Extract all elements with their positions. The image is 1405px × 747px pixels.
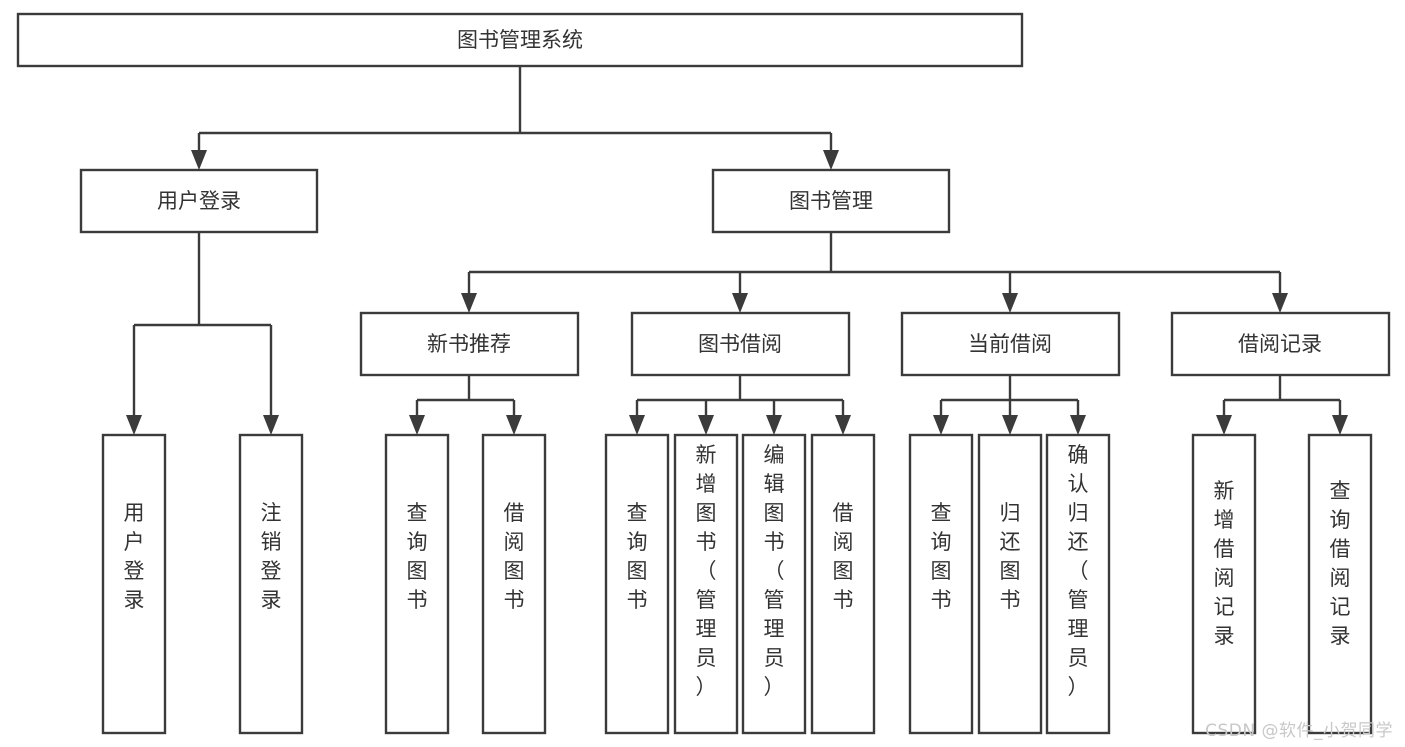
node-current-borrow-box[interactable] [900, 311, 1121, 377]
leaf-node-bb-query-book[interactable]: 查询图书 [604, 433, 670, 735]
node-new-book-recommend-label: 新书推荐 [427, 332, 511, 356]
node-book-borrow-box[interactable] [630, 311, 851, 377]
leaf-node-cb-confirm-return-box[interactable] [1045, 433, 1111, 735]
leaf-node-logout-label: 注销登录 [261, 501, 282, 612]
arrow-head-user-login [191, 150, 207, 170]
leaf-node-cb-return-book-label: 归还图书 [1000, 501, 1021, 612]
connector-group-new-book-to-leaves [409, 375, 522, 435]
node-book-borrow-label: 图书借阅 [698, 332, 782, 356]
leaf-node-cb-confirm-return-label: 确认归还（管理员） [1068, 443, 1089, 699]
node-root-system-box[interactable] [16, 12, 1024, 68]
arrow-head-leaf-bb-borrow [835, 415, 851, 435]
leaf-node-bb-borrow-book[interactable]: 借阅图书 [810, 433, 876, 735]
connector-group-book-manage-to-level3 [461, 232, 1288, 313]
node-book-manage[interactable]: 图书管理 [711, 168, 951, 234]
arrow-head-leaf-cb-confirm [1070, 415, 1086, 435]
leaf-node-cb-return-book-box[interactable] [977, 433, 1043, 735]
connector-group-book-borrow-to-leaves [629, 375, 851, 435]
arrow-head-leaf-cb-query [933, 415, 949, 435]
node-new-book-recommend[interactable]: 新书推荐 [359, 311, 580, 377]
arrow-head-leaf-bb-query [629, 415, 645, 435]
leaf-node-logout[interactable]: 注销登录 [238, 433, 304, 735]
arrow-head-book-manage [823, 150, 839, 170]
leaf-node-br-query-record[interactable]: 查询借阅记录 [1307, 433, 1373, 735]
leaf-node-nb-borrow-book-label: 借阅图书 [504, 501, 525, 612]
csdn-watermark: CSDN @软件_小贺同学 [1205, 721, 1393, 741]
connector-group-root-to-level2 [191, 66, 839, 170]
arrow-head-leaf-bb-edit [766, 415, 782, 435]
arrow-head-leaf-user-login [126, 415, 142, 435]
leaf-node-bb-add-book[interactable]: 新增图书（管理员） [673, 433, 739, 735]
leaf-node-nb-query-book[interactable]: 查询图书 [384, 433, 450, 735]
leaf-node-bb-edit-book-label: 编辑图书（管理员） [764, 443, 785, 699]
leaf-node-bb-edit-book-box[interactable] [741, 433, 807, 735]
leaf-node-bb-add-book-box[interactable] [673, 433, 739, 735]
leaf-node-br-query-record-box[interactable] [1307, 433, 1373, 735]
leaf-node-cb-query-book[interactable]: 查询图书 [908, 433, 974, 735]
leaf-node-user-login[interactable]: 用户登录 [101, 433, 167, 735]
node-new-book-recommend-box[interactable] [359, 311, 580, 377]
leaf-node-br-query-record-label: 查询借阅记录 [1330, 479, 1351, 648]
leaf-node-br-add-record-label: 新增借阅记录 [1214, 479, 1235, 648]
arrow-head-leaf-br-add [1216, 415, 1232, 435]
leaf-node-bb-add-book-label: 新增图书（管理员） [696, 443, 717, 699]
leaf-node-br-add-record-box[interactable] [1191, 433, 1257, 735]
node-user-login-box[interactable] [79, 168, 319, 234]
arrow-head-book-borrow [732, 293, 748, 313]
connector-group-current-borrow-to-leaves [933, 375, 1086, 435]
node-current-borrow[interactable]: 当前借阅 [900, 311, 1121, 377]
node-book-borrow[interactable]: 图书借阅 [630, 311, 851, 377]
leaf-node-cb-return-book[interactable]: 归还图书 [977, 433, 1043, 735]
node-current-borrow-label: 当前借阅 [968, 332, 1052, 356]
node-book-manage-label: 图书管理 [789, 189, 873, 213]
arrow-head-leaf-cb-return [1002, 415, 1018, 435]
node-borrow-record-label: 借阅记录 [1238, 332, 1322, 356]
leaf-node-nb-borrow-book[interactable]: 借阅图书 [481, 433, 547, 735]
arrow-head-current-borrow [1002, 293, 1018, 313]
leaf-node-user-login-box[interactable] [101, 433, 167, 735]
arrow-head-leaf-bb-add [698, 415, 714, 435]
node-user-login-label: 用户登录 [157, 189, 241, 213]
leaf-node-cb-query-book-label: 查询图书 [931, 501, 952, 612]
leaf-node-user-login-label: 用户登录 [124, 501, 145, 612]
leaf-node-nb-borrow-book-box[interactable] [481, 433, 547, 735]
leaf-node-cb-confirm-return[interactable]: 确认归还（管理员） [1045, 433, 1111, 735]
leaf-node-bb-borrow-book-label: 借阅图书 [833, 501, 854, 612]
node-root-system[interactable]: 图书管理系统 [16, 12, 1024, 68]
leaf-node-bb-borrow-book-box[interactable] [810, 433, 876, 735]
leaf-node-cb-query-book-box[interactable] [908, 433, 974, 735]
arrow-head-new-book [461, 293, 477, 313]
connector-group-user-login-to-leaves [126, 232, 279, 435]
node-book-manage-box[interactable] [711, 168, 951, 234]
arrow-head-leaf-nb-borrow [506, 415, 522, 435]
node-root-system-label: 图书管理系统 [457, 28, 583, 52]
arrow-head-leaf-nb-query [409, 415, 425, 435]
leaf-node-bb-query-book-label: 查询图书 [627, 501, 648, 612]
arrow-head-leaf-logout [263, 415, 279, 435]
connector-group-borrow-record-to-leaves [1216, 375, 1348, 435]
leaf-node-logout-box[interactable] [238, 433, 304, 735]
node-borrow-record[interactable]: 借阅记录 [1170, 311, 1391, 377]
leaf-node-bb-query-book-box[interactable] [604, 433, 670, 735]
arrow-head-borrow-record [1272, 293, 1288, 313]
leaf-node-nb-query-book-label: 查询图书 [407, 501, 428, 612]
node-user-login[interactable]: 用户登录 [79, 168, 319, 234]
leaf-node-br-add-record[interactable]: 新增借阅记录 [1191, 433, 1257, 735]
leaf-node-nb-query-book-box[interactable] [384, 433, 450, 735]
leaf-node-bb-edit-book[interactable]: 编辑图书（管理员） [741, 433, 807, 735]
arrow-head-leaf-br-query [1332, 415, 1348, 435]
node-borrow-record-box[interactable] [1170, 311, 1391, 377]
